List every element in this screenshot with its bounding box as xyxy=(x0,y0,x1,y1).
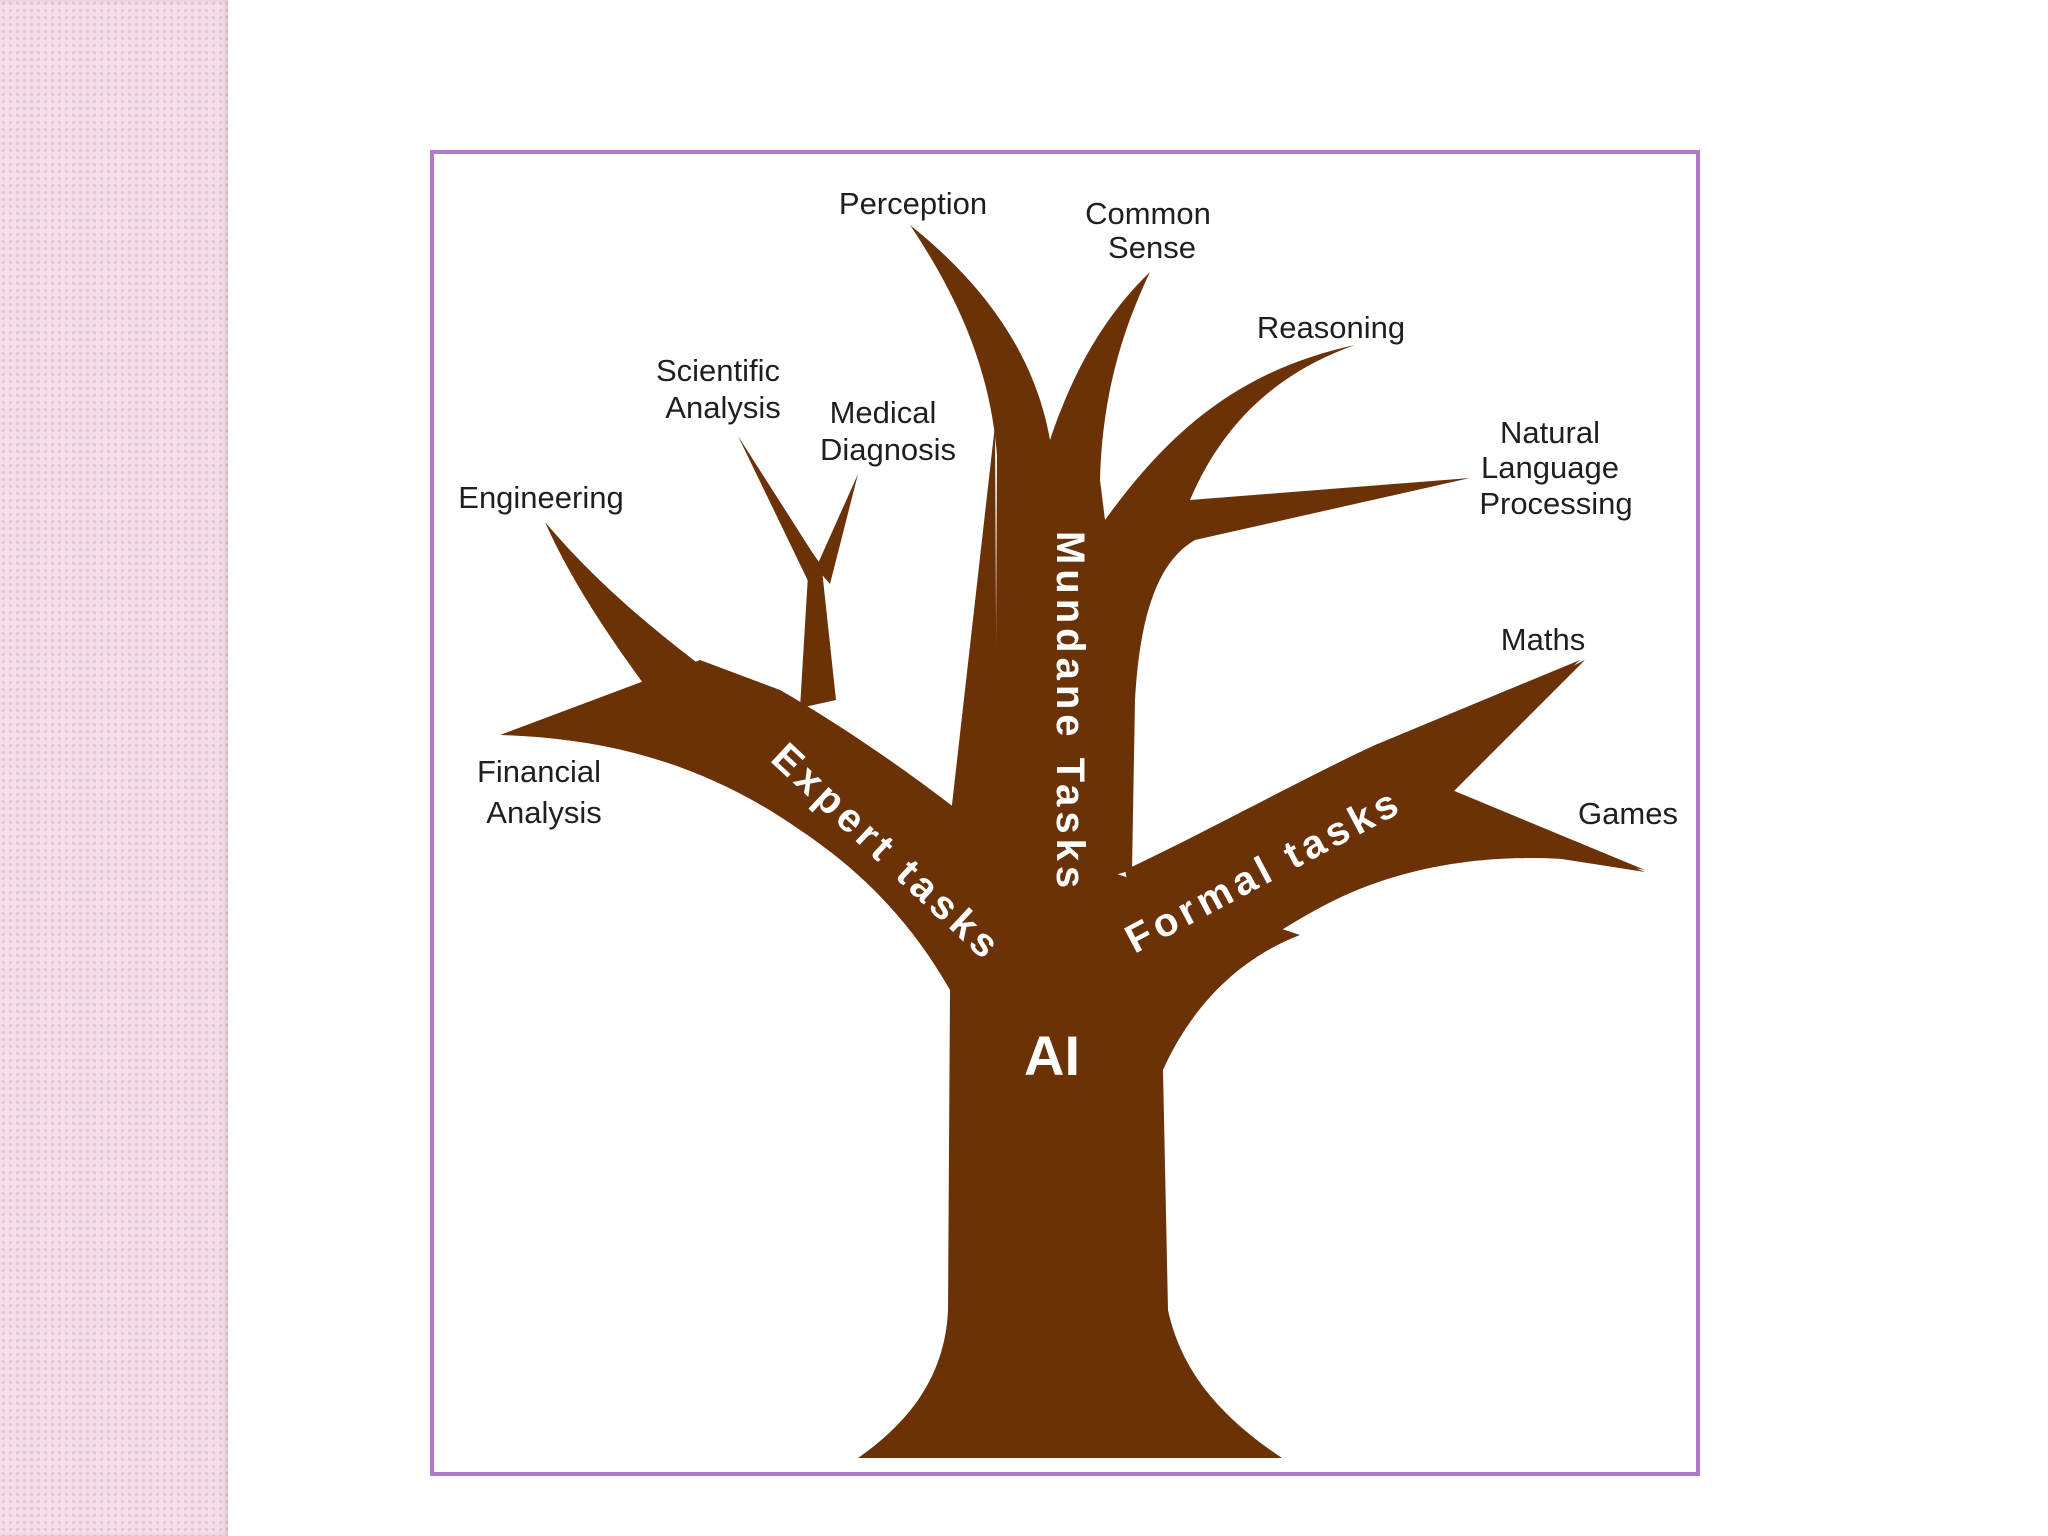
leaf-common-sense-line1: Common xyxy=(1085,196,1211,231)
leaf-maths: Maths xyxy=(1501,622,1585,657)
leaf-nlp-line2: Language xyxy=(1481,450,1619,485)
trunk xyxy=(858,425,1300,1458)
leaf-scientific-analysis-line1: Scientific xyxy=(656,353,780,388)
leaf-medical-diagnosis-line1: Medical xyxy=(830,395,937,430)
leaf-common-sense-line2: Sense xyxy=(1108,230,1196,265)
branch-label-mundane: Mundane Tasks xyxy=(1048,531,1092,893)
twig-maths xyxy=(1378,660,1585,800)
branch-formal-tasks xyxy=(1125,660,1645,1045)
leaf-medical-diagnosis-line2: Diagnosis xyxy=(820,432,956,467)
twig-fork-stem xyxy=(800,570,836,708)
decorative-side-strip xyxy=(0,0,228,1536)
leaf-financial-analysis-line1: Financial xyxy=(477,754,601,789)
leaf-engineering: Engineering xyxy=(458,480,623,515)
leaf-perception: Perception xyxy=(839,186,987,221)
leaf-games: Games xyxy=(1578,796,1678,831)
tree-shape xyxy=(500,225,1645,1458)
leaf-scientific-analysis-line2: Analysis xyxy=(665,390,780,425)
branch-mundane-tasks xyxy=(910,225,1470,880)
leaf-financial-analysis-line2: Analysis xyxy=(486,795,601,830)
leaf-reasoning: Reasoning xyxy=(1257,310,1405,345)
twig-scientific-analysis xyxy=(738,436,826,585)
twig-engineering xyxy=(545,522,712,722)
twig-medical-diagnosis xyxy=(816,474,858,584)
twig-games xyxy=(1435,785,1645,872)
leaf-nlp-line1: Natural xyxy=(1500,415,1600,450)
root-label: AI xyxy=(1024,1024,1080,1087)
leaf-nlp-line3: Processing xyxy=(1479,486,1632,521)
branch-expert-tasks xyxy=(500,660,995,990)
